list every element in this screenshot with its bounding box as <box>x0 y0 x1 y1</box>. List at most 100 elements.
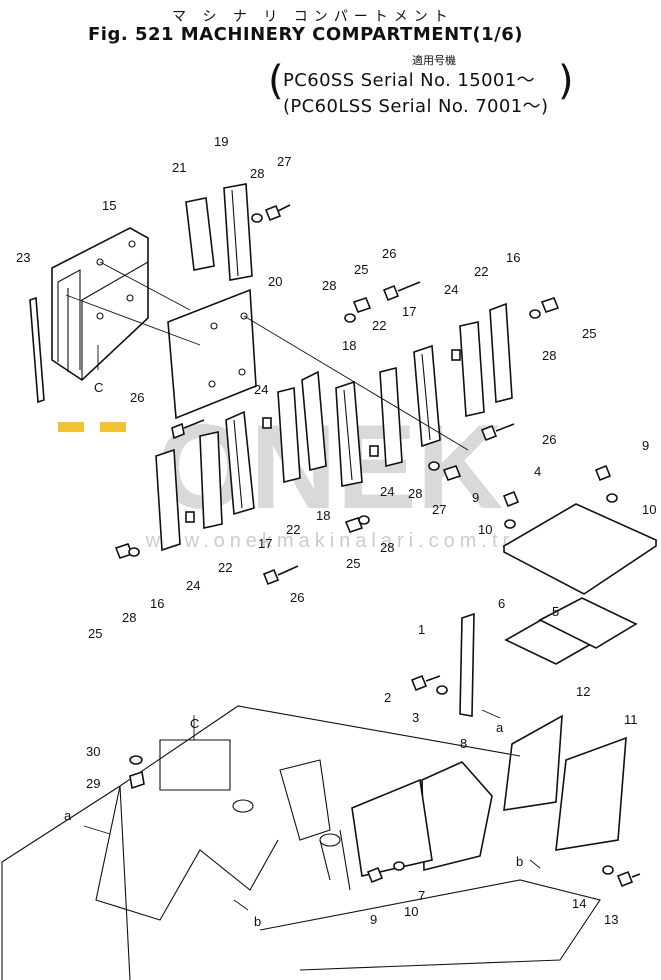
part-18-channel <box>335 380 363 487</box>
part-label-p20: 20 <box>268 274 282 289</box>
bolt-hole <box>96 258 104 266</box>
part-label-p23: 23 <box>16 250 30 265</box>
bolt-26 <box>382 281 421 302</box>
frame-post-cap <box>232 799 254 813</box>
bolt-2 <box>410 674 441 692</box>
part-label-p25b: 25 <box>582 326 596 341</box>
part-5-panel <box>538 597 638 649</box>
part-label-p3: 3 <box>412 710 419 725</box>
part-label-p26a: 26 <box>130 390 144 405</box>
nut-25 <box>344 517 364 533</box>
part-label-p24c: 24 <box>380 484 394 499</box>
part-label-p28b: 28 <box>322 278 336 293</box>
part-label-p6: 6 <box>498 596 505 611</box>
bolt-26 <box>262 565 299 586</box>
part-23-strip <box>29 296 45 404</box>
part-label-p12: 12 <box>576 684 590 699</box>
nut-25 <box>352 297 372 313</box>
part-15-edge <box>81 261 149 380</box>
part-label-p24d: 24 <box>186 578 200 593</box>
part-label-p26c: 26 <box>542 432 556 447</box>
arrow-c <box>97 345 195 740</box>
part-label-p29: 29 <box>86 776 100 791</box>
part-17-lip <box>233 419 243 509</box>
part-label-pa2: a <box>64 808 72 823</box>
part-label-p13: 13 <box>604 912 618 927</box>
part-label-p18b: 18 <box>316 508 330 523</box>
frame-outline <box>1 705 521 863</box>
part-label-p26b: 26 <box>382 246 396 261</box>
part-21-plate <box>185 197 215 271</box>
part-label-p26d: 26 <box>290 590 304 605</box>
serial-range-2: (PC60LSS Serial No. 7001～) <box>283 96 549 117</box>
frame-member <box>95 785 279 921</box>
part-label-p17a: 17 <box>402 304 416 319</box>
part-label-pb1: b <box>254 914 261 929</box>
part-12-plate <box>503 714 563 811</box>
part-label-p22b: 22 <box>474 264 488 279</box>
part-label-p16b: 16 <box>150 596 164 611</box>
open-paren: ( <box>268 58 284 104</box>
part-label-p9c: 9 <box>370 912 377 927</box>
part-18-channel <box>301 370 327 472</box>
washer-30 <box>129 755 143 765</box>
frame-counterweight <box>259 879 601 971</box>
bolt-hole <box>96 312 104 320</box>
part-label-pa1: a <box>496 720 504 735</box>
bolt-9 <box>594 464 612 482</box>
part-label-pC2: C <box>190 716 199 731</box>
close-paren: ) <box>558 58 574 104</box>
part-15-frame <box>57 269 81 372</box>
part-label-p28f: 28 <box>380 540 394 555</box>
spacer-24 <box>451 349 461 361</box>
part-label-p8: 8 <box>460 736 467 751</box>
part-22-plate <box>459 321 485 417</box>
part-label-p15: 15 <box>102 198 116 213</box>
part-label-p27b: 27 <box>432 502 446 517</box>
bolt-hole <box>240 312 248 320</box>
washer-3 <box>436 685 448 695</box>
part-7-plate <box>351 778 433 877</box>
part-8-plate <box>421 761 493 872</box>
frame-post <box>319 829 351 891</box>
bolt-27 <box>442 465 462 481</box>
part-labels: 23152119282720C2624282526221817242216252… <box>16 134 656 929</box>
serial-range-1: PC60SS Serial No. 15001～ <box>283 70 536 91</box>
part-label-pb2: b <box>516 854 523 869</box>
part-label-p10c: 10 <box>404 904 418 919</box>
part-label-p2: 2 <box>384 690 391 705</box>
washer-28 <box>428 461 440 471</box>
part-17-channel <box>413 344 441 448</box>
bolt-hole <box>210 322 218 330</box>
part-17-lip <box>421 353 431 441</box>
part-label-p1: 1 <box>418 622 425 637</box>
nut-25 <box>540 297 560 313</box>
part-label-p22d: 22 <box>218 560 232 575</box>
part-label-p5: 5 <box>552 604 559 619</box>
part-label-p14: 14 <box>572 896 586 911</box>
part-label-pC1: C <box>94 380 103 395</box>
part-19-channel <box>223 183 253 281</box>
part-label-p10b: 10 <box>478 522 492 537</box>
bolt-26 <box>171 419 205 440</box>
part-label-p25c: 25 <box>88 626 102 641</box>
frame-post <box>279 759 331 841</box>
part-label-p28c: 28 <box>542 348 556 363</box>
part-label-p28d: 28 <box>408 486 422 501</box>
part-label-p24b: 24 <box>444 282 458 297</box>
washer-10 <box>504 519 516 529</box>
part-label-p25d: 25 <box>346 556 360 571</box>
washer-28 <box>529 309 541 319</box>
title-japanese: マ シ ナ リ コンパートメント <box>172 9 454 25</box>
bolt-13 <box>616 870 641 888</box>
part-label-p22a: 22 <box>372 318 386 333</box>
bolt-9 <box>502 490 520 508</box>
part-label-p16a: 16 <box>506 250 520 265</box>
washer-14 <box>602 865 614 875</box>
part-label-p9b: 9 <box>472 490 479 505</box>
washer-10 <box>393 861 405 871</box>
part-label-p7: 7 <box>418 888 425 903</box>
figure-title: Fig. 521 MACHINERY COMPARTMENT(1/6) <box>88 24 523 45</box>
part-15-bracket <box>51 227 149 382</box>
